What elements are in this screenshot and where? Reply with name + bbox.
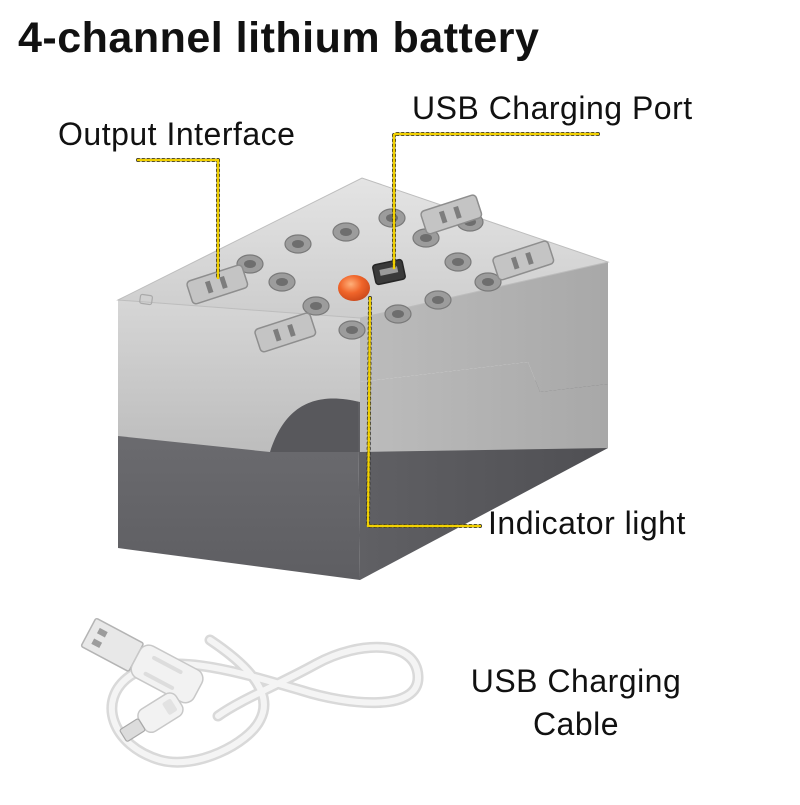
usb-a-plug [80,617,204,704]
page-title: 4-channel lithium battery [18,14,540,62]
output-interface-label: Output Interface [58,116,296,152]
battery-notch [270,398,360,452]
usb-port [372,258,406,286]
leader-lines [136,132,600,528]
output-connectors [186,194,555,353]
battery-top-side [360,362,608,452]
usb-cable [80,617,424,768]
micro-usb-plug [119,692,184,742]
battery-top-front-right [360,262,608,392]
indicator-light-label: Indicator light [488,505,686,541]
indicator-light [338,275,370,301]
usb-charging-cable-label: USB Charging Cable [470,663,682,742]
usb-charging-port-label: USB Charging Port [412,90,693,126]
